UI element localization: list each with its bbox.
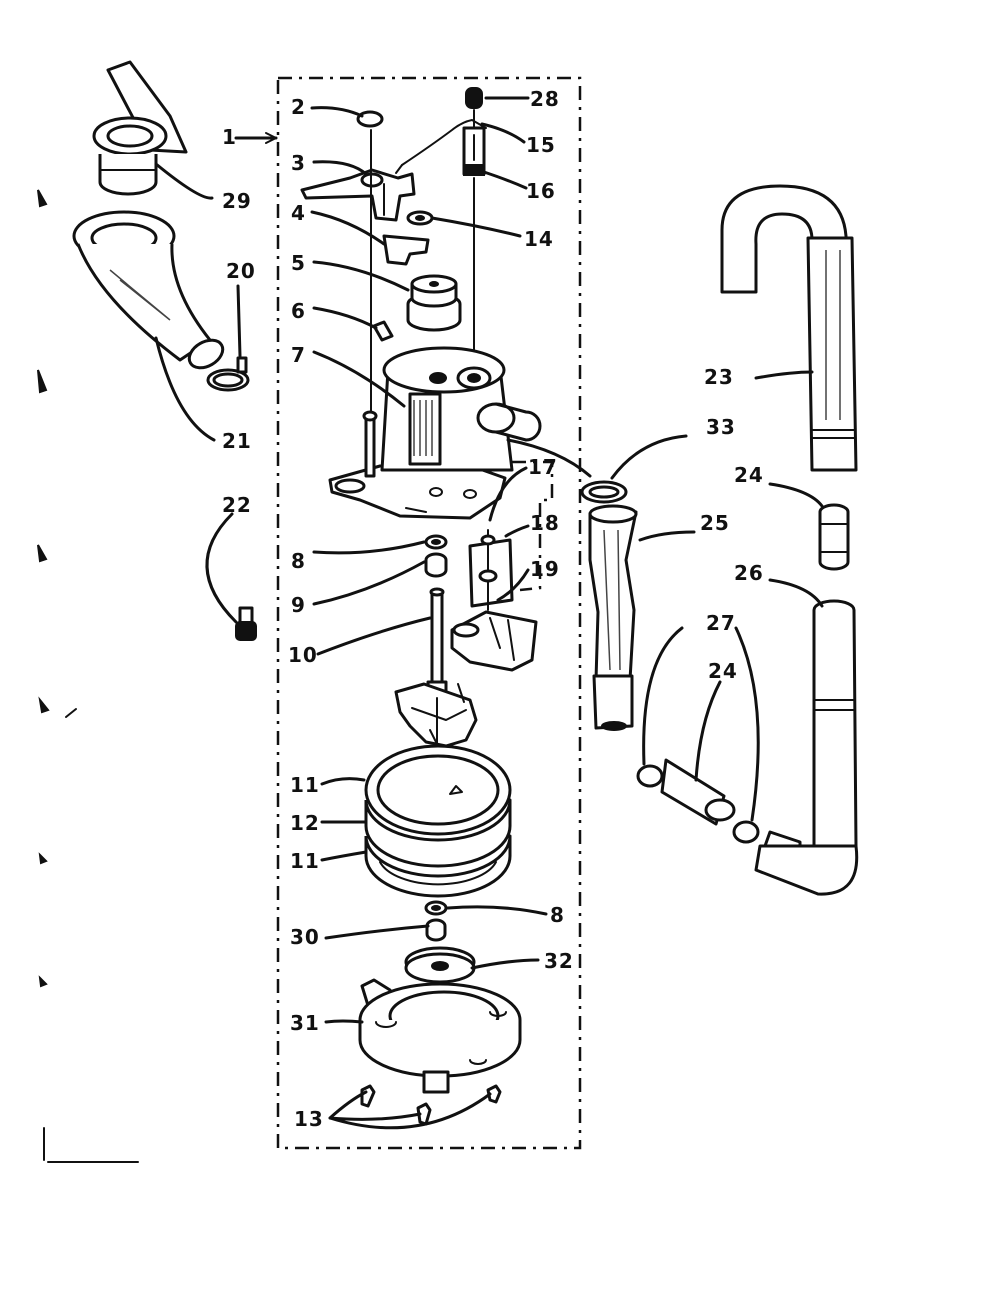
part-15-spring [395, 119, 487, 174]
callout-19: 19 [530, 557, 560, 581]
part-16-plunger [462, 126, 486, 176]
assembly-boundary-dashed [276, 76, 582, 1150]
part-10-shaft [426, 587, 448, 700]
part-30-bushing [425, 918, 447, 942]
callout-1: 1 [222, 125, 237, 149]
part-13-screws [360, 1084, 502, 1126]
part-20-clamp [206, 356, 250, 392]
part-23-drain-hose [720, 184, 858, 472]
callout-6: 6 [291, 299, 306, 323]
part-28-cap [465, 87, 483, 109]
part-18-bracket [468, 529, 514, 611]
callout-18: 18 [530, 511, 560, 535]
callout-26: 26 [734, 561, 764, 585]
callout-10: 10 [288, 643, 318, 667]
leader-lines [154, 96, 824, 1130]
part-5-pulley [406, 274, 462, 332]
part-29-sump-fitting [92, 60, 188, 196]
part-21-hose [72, 210, 225, 370]
callout-15: 15 [526, 133, 556, 157]
part-12-ring-seal [364, 798, 512, 868]
callout-32: 32 [544, 949, 574, 973]
callout-11-lower: 11 [290, 849, 320, 873]
part-22-fitting [235, 606, 257, 641]
callout-31: 31 [290, 1011, 320, 1035]
part-26-hose [754, 599, 859, 896]
part-31-pump-base [358, 978, 522, 1094]
callout-21: 21 [222, 429, 252, 453]
scan-margin-marks [37, 189, 139, 1163]
callout-labels: 1 2 3 4 5 6 7 8 8 9 10 11 11 12 13 14 15… [222, 87, 764, 1131]
callout-25: 25 [700, 511, 730, 535]
part-32-impeller-disc [404, 946, 476, 984]
callout-17: 17 [528, 455, 558, 479]
callout-7: 7 [291, 343, 306, 367]
part-27-clamp-right [732, 820, 760, 844]
callout-13: 13 [294, 1107, 324, 1131]
callout-12: 12 [290, 811, 320, 835]
part-27-clamp-left [636, 764, 664, 788]
callout-24-lower: 24 [708, 659, 738, 683]
callout-27: 27 [706, 611, 736, 635]
part-8-washer-upper [424, 534, 448, 550]
callout-8-lower: 8 [550, 903, 565, 927]
callout-23: 23 [704, 365, 734, 389]
part-33-clamp [580, 480, 628, 504]
callout-14: 14 [524, 227, 554, 251]
part-8-washer-lower [424, 900, 448, 916]
part-7-pump-housing [328, 346, 542, 520]
part-24-coupling-upper [818, 503, 850, 571]
callout-28: 28 [530, 87, 560, 111]
part-14-washer [406, 210, 434, 226]
callout-29: 29 [222, 189, 252, 213]
callout-8-upper: 8 [291, 549, 306, 573]
part-4-clip [382, 234, 430, 266]
callout-2: 2 [291, 95, 306, 119]
part-19-base-bracket [450, 610, 538, 672]
part-6-key [372, 320, 394, 342]
callout-5: 5 [291, 251, 306, 275]
part-25-hose [588, 504, 638, 731]
callout-4: 4 [291, 201, 306, 225]
callout-11-upper: 11 [290, 773, 320, 797]
part-9-bushing [424, 552, 448, 578]
callout-16: 16 [526, 179, 556, 203]
part-2-nut [356, 110, 384, 128]
callout-24-upper: 24 [734, 463, 764, 487]
part-11-gasket-upper [364, 744, 512, 836]
callout-33: 33 [706, 415, 736, 439]
callout-22: 22 [222, 493, 252, 517]
part-11-gasket-lower [364, 834, 512, 898]
callout-20: 20 [226, 259, 256, 283]
callout-30: 30 [290, 925, 320, 949]
callout-3: 3 [291, 151, 306, 175]
callout-9: 9 [291, 593, 306, 617]
part-24-coupling-lower [660, 758, 736, 826]
